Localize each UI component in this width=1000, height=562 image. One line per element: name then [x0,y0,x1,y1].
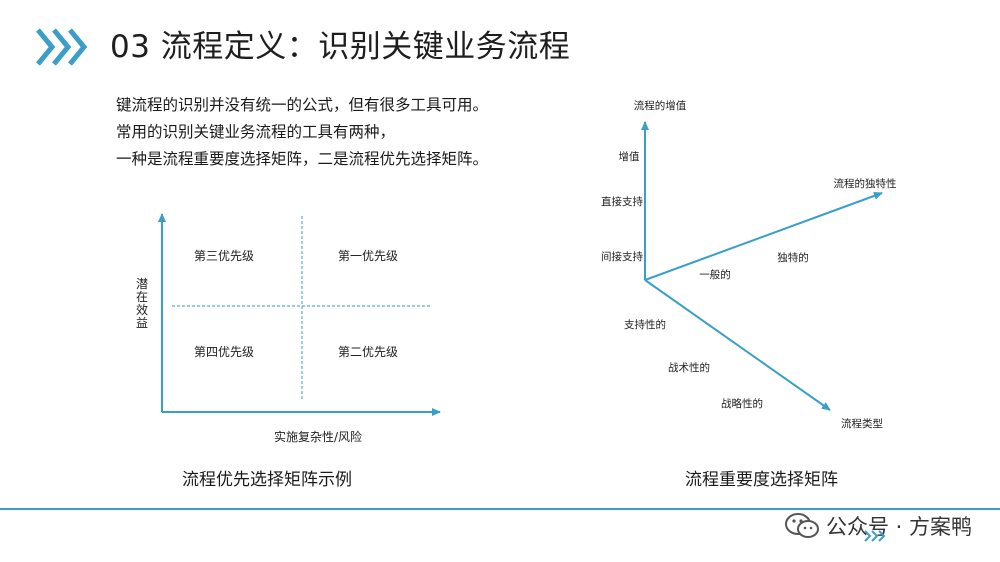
quadrant-bottom-left: 第四优先级 [194,345,254,359]
importance-matrix-caption: 流程重要度选择矩阵 [685,470,838,490]
intro-line: 一种是流程重要度选择矩阵，二是流程优先选择矩阵。 [116,150,489,168]
importance-matrix: 流程的增值 流程的独特性 流程类型 增值 直接支持 间接支持 独特的 一般的 支… [601,99,897,430]
axis-down [644,279,831,411]
wechat-icon [784,513,819,538]
down-label: 支持性的 [624,318,666,331]
right-label: 独特的 [777,251,809,264]
axis-right-label: 流程的独特性 [834,177,897,190]
bottom-divider [0,508,1000,510]
intro-line: 常用的识别关键业务流程的工具有两种， [116,123,396,141]
axis-down-label: 流程类型 [841,417,883,430]
watermark: 公众号 · 方案鸭 [784,506,972,546]
up-label: 间接支持 [601,250,643,263]
brand-text: 公众号 · 方案鸭 [825,515,972,539]
intro-line: 键流程的识别并没有统一的公式，但有很多工具可用。 [116,96,489,114]
chevrons-icon [864,530,886,542]
quadrant-top-left: 第三优先级 [194,249,254,263]
up-label: 直接支持 [601,195,643,208]
quadrant-top-right: 第一优先级 [338,249,398,263]
quadrant-bottom-right: 第二优先级 [338,345,398,359]
down-label: 战术性的 [668,361,710,374]
page-title: 03 流程定义：识别关键业务流程 [110,29,571,65]
chevrons-icon [36,28,88,66]
priority-matrix-caption: 流程优先选择矩阵示例 [182,470,352,490]
down-label: 战略性的 [721,397,763,410]
up-label: 增值 [619,150,640,163]
y-axis-label: 潜在效益 [136,277,148,330]
priority-matrix: 第三优先级 第一优先级 第四优先级 第二优先级 潜在效益 实施复杂性/风险 [136,213,441,444]
axis-up-label: 流程的增值 [634,99,687,112]
axis-right [644,192,883,281]
x-axis-label: 实施复杂性/风险 [274,429,362,444]
right-label: 一般的 [699,268,731,281]
intro-text: 键流程的识别并没有统一的公式，但有很多工具可用。 常用的识别关键业务流程的工具有… [116,92,488,173]
